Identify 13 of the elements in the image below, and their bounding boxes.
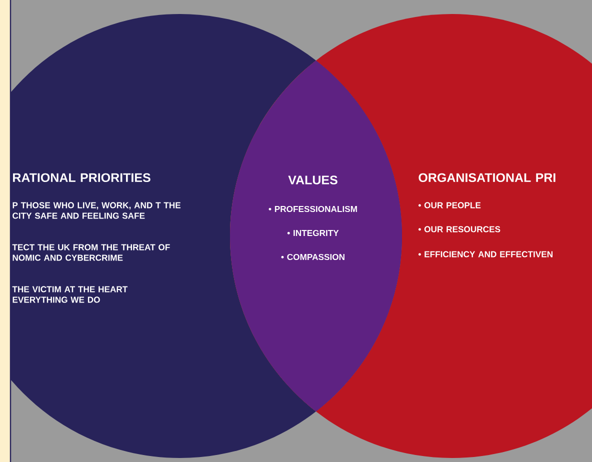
bullet-text: • COMPASSION [281,254,344,260]
bullet-text: THE VICTIM AT THE HEART EVERYTHING WE DO [12,286,128,303]
bullet-text: TECT THE UK FROM THE THREAT OF NOMIC AND CYBERCRIME [12,244,170,261]
node-text: VALUES • PROFESSIONALISM • INTEGRITY • COMPASSION [268,176,357,260]
bullet-text: P THOSE WHO LIVE, WORK, AND T THE CITY SAFE AND FEELING SAFE [12,202,181,219]
heading: RATIONAL PRIORITIES [13,173,150,182]
bullet-text: • OUR PEOPLE [418,202,481,208]
bullet-text: • INTEGRITY [287,230,339,236]
heading: VALUES [288,176,338,184]
bullet-text: • OUR RESOURCES [418,226,500,232]
heading: ORGANISATIONAL PRI [418,173,556,182]
bullet-text: • EFFICIENCY AND EFFECTIVEN [418,251,552,258]
bullet-text: • PROFESSIONALISM [268,206,357,212]
